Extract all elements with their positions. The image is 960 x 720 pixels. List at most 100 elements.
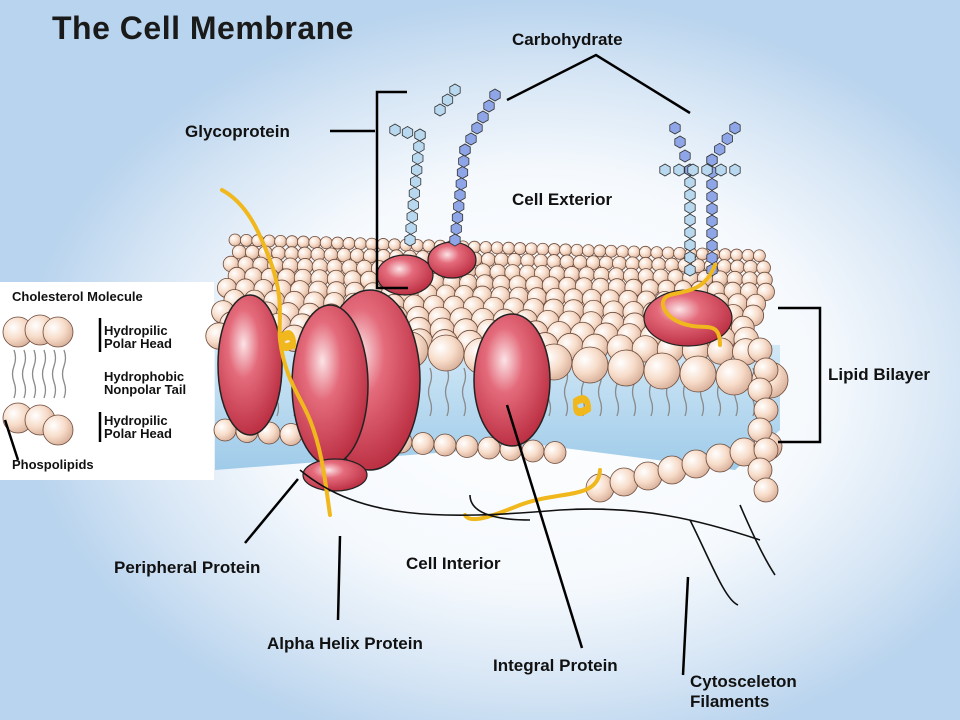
lipid-tail xyxy=(563,367,569,417)
sugar-unit xyxy=(729,163,741,177)
sugar-unit xyxy=(684,176,696,189)
head-top xyxy=(718,248,732,262)
lipid-tail xyxy=(461,367,467,417)
sugar-unit xyxy=(477,110,489,124)
sugar-unit xyxy=(729,121,741,135)
head-lower-right xyxy=(657,455,687,485)
sugar-unit xyxy=(401,126,414,139)
head-lower xyxy=(411,432,435,455)
sugar-unit xyxy=(706,239,718,253)
sugar-unit xyxy=(408,186,421,200)
head-top xyxy=(513,242,527,255)
head-front-upper xyxy=(679,355,717,393)
head-top xyxy=(536,242,550,256)
inset-hydrophilic-top-2: Polar Head xyxy=(104,336,172,351)
head-lower-right xyxy=(633,461,663,491)
head-top xyxy=(559,243,572,257)
sugar-unit xyxy=(684,188,696,202)
sugar-unit xyxy=(441,93,454,107)
head-edge xyxy=(753,477,779,503)
head-front-upper xyxy=(571,346,609,384)
head-top xyxy=(661,246,675,260)
glycoprotein-base-right xyxy=(427,241,477,279)
head-top xyxy=(639,245,652,259)
head-top xyxy=(479,241,493,254)
head-lower-right xyxy=(609,467,639,497)
cytoskeleton-filaments xyxy=(299,469,776,606)
sugar-unit xyxy=(706,214,718,228)
integral-protein-shape xyxy=(473,313,551,447)
lipid-tail xyxy=(427,367,433,417)
head-front-upper xyxy=(715,358,753,396)
inset-tail xyxy=(51,349,57,399)
sugar-unit xyxy=(412,151,424,165)
inset-tail xyxy=(61,349,67,399)
sugar-unit xyxy=(721,132,733,146)
head-top xyxy=(228,233,242,247)
inset-panel xyxy=(0,282,214,480)
inset-tail xyxy=(41,349,47,399)
sugar-unit xyxy=(458,154,470,168)
sugar-unit xyxy=(414,128,426,142)
protein-channel-back xyxy=(291,304,369,466)
sugar-unit xyxy=(404,233,416,247)
sugar-unit xyxy=(489,88,501,102)
sugar-unit xyxy=(453,199,465,213)
inset-hydrophilic-bot-2: Polar Head xyxy=(104,426,172,441)
inset-head xyxy=(42,414,74,446)
head-top xyxy=(753,249,766,263)
sugar-unit xyxy=(405,221,417,235)
sugar-unit xyxy=(706,190,718,204)
head-lower-right xyxy=(681,449,711,479)
head-lower xyxy=(433,433,457,457)
sugar-unit xyxy=(459,143,471,157)
sugar-unit xyxy=(679,149,691,163)
sugar-unit xyxy=(684,226,696,239)
head-front-upper xyxy=(643,352,681,390)
head-top xyxy=(331,236,345,250)
head-lower xyxy=(455,435,479,458)
sugar-unit xyxy=(483,99,495,113)
inset-tail xyxy=(21,349,27,399)
phospholipid-heads xyxy=(2,233,789,503)
sugar-unit xyxy=(706,251,718,265)
head-top xyxy=(525,242,538,256)
label-carbohydrate: Carbohydrate xyxy=(512,30,623,49)
page-title: The Cell Membrane xyxy=(52,10,354,46)
label-cytoskeleton-line2: Filaments xyxy=(690,692,770,711)
head-top xyxy=(308,235,322,249)
sugar-unit xyxy=(684,263,696,277)
head-top xyxy=(376,238,390,251)
head-top xyxy=(274,234,288,248)
label-integral-protein: Integral Protein xyxy=(493,656,618,675)
head-front-upper xyxy=(427,334,465,372)
head-top xyxy=(239,233,253,247)
sugar-unit xyxy=(714,142,726,156)
label-glycoprotein: Glycoprotein xyxy=(185,122,290,141)
sugar-unit xyxy=(706,202,718,216)
head-top xyxy=(502,241,516,255)
head-top xyxy=(490,241,504,255)
sugar-unit xyxy=(411,163,423,177)
sugar-unit xyxy=(413,140,425,154)
inset-phospholipids-label: Phospolipids xyxy=(12,457,94,472)
sugar-unit xyxy=(706,153,718,167)
sugar-unit xyxy=(674,135,686,149)
alpha-helix-strands xyxy=(220,188,722,522)
sugar-unit xyxy=(715,163,727,177)
lipid-tail xyxy=(444,367,450,417)
head-front-upper xyxy=(607,349,645,387)
label-cell-exterior: Cell Exterior xyxy=(512,190,613,209)
sugar-unit xyxy=(409,175,422,189)
sugar-unit xyxy=(684,213,696,227)
label-peripheral-protein: Peripheral Protein xyxy=(114,558,261,577)
proteins xyxy=(217,241,733,492)
head-top xyxy=(570,243,584,257)
head-top xyxy=(616,245,629,259)
head-top xyxy=(547,243,561,256)
label-alpha-helix-protein: Alpha Helix Protein xyxy=(267,634,423,653)
sugar-unit xyxy=(407,198,419,212)
head-top xyxy=(342,237,356,250)
